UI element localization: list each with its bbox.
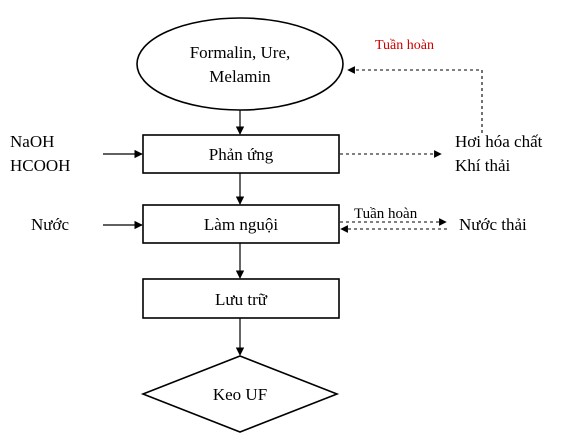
- raw-materials-line2: Melamin: [209, 67, 271, 86]
- cooling-node: Làm nguội: [142, 204, 340, 244]
- reaction-input-hcooh: HCOOH: [10, 156, 70, 175]
- cooling-label: Làm nguội: [204, 215, 278, 234]
- storage-label: Lưu trữ: [215, 290, 268, 309]
- product-node: Keo UF: [140, 355, 340, 433]
- reaction-output-exhaust: Khí thải: [455, 156, 511, 175]
- raw-materials-node: Formalin, Ure, Melamin: [136, 17, 344, 111]
- product-label: Keo UF: [213, 385, 267, 404]
- reaction-input-naoh: NaOH: [10, 132, 54, 151]
- cooling-recycle-label: Tuần hoàn: [354, 206, 418, 222]
- reaction-output-chemical-vapor: Hơi hóa chất: [455, 132, 543, 151]
- reaction-node: Phản ứng: [142, 134, 340, 174]
- raw-materials-line1: Formalin, Ure,: [190, 43, 291, 62]
- top-recycle-label: Tuần hoàn: [375, 38, 434, 53]
- top-recycle-loop: [347, 66, 483, 133]
- cooling-input-water: Nước: [31, 215, 69, 234]
- reaction-label: Phản ứng: [209, 145, 274, 164]
- storage-node: Lưu trữ: [142, 278, 340, 319]
- cooling-output-wastewater: Nước thải: [459, 215, 527, 234]
